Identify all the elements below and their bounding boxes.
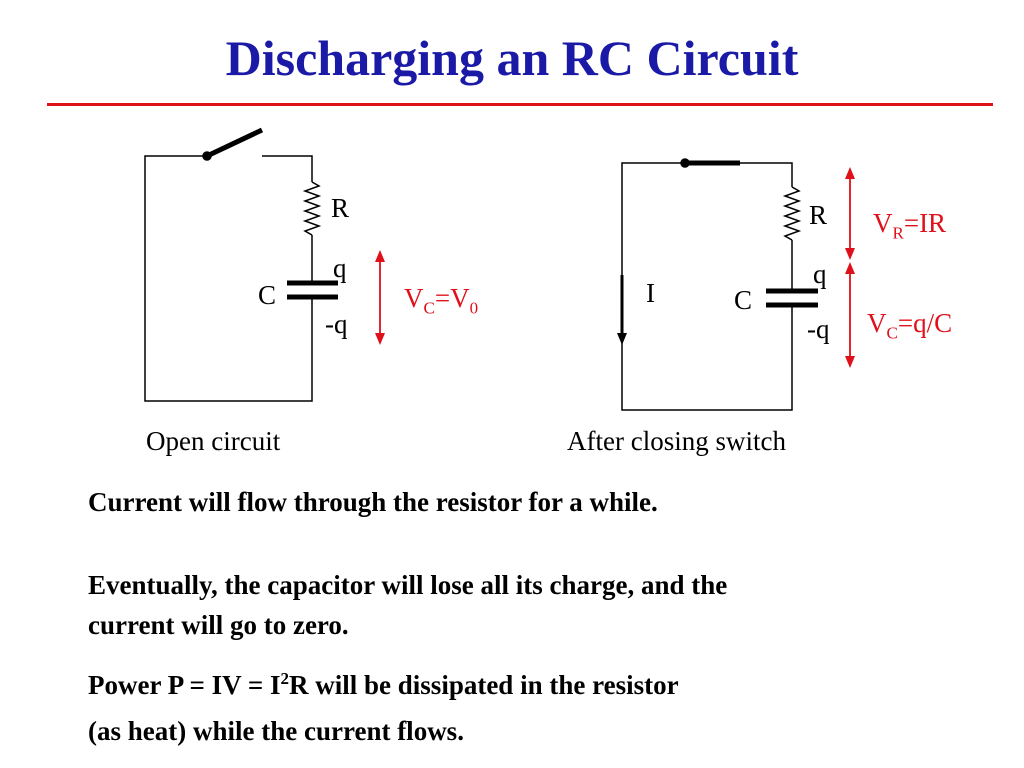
left-wire-top-right [262,155,313,182]
body-line-5: (as heat) while the current flows. [88,716,464,746]
left-switch-arm [205,127,264,159]
right-vr-label: VR=IR [873,208,947,243]
left-plus-charge-label: q [333,253,347,283]
left-minus-charge-label: -q [325,309,348,339]
right-current-label: I [646,278,655,308]
right-wire-left [621,162,793,411]
title-underline [47,103,993,106]
left-switch-pivot [202,151,212,161]
left-voltage-arrow [375,250,385,345]
right-switch-pivot [680,158,690,168]
slide-title: Discharging an RC Circuit [225,30,799,86]
right-resistor [782,186,802,241]
right-capacitor-label: C [734,285,753,315]
left-caption: Open circuit [146,426,281,456]
current-arrow [617,275,627,345]
right-minus-charge-label: -q [807,314,830,344]
right-vc-label: VC=q/C [867,308,953,343]
right-vc-arrow [845,262,855,368]
left-capacitor-label: C [258,280,277,310]
body-line-1: Current will flow through the resistor f… [88,487,658,517]
left-circuit [144,127,338,402]
right-wire-top-right [740,162,793,187]
body-line-3: current will go to zero. [88,610,349,640]
left-resistor-label: R [331,193,350,223]
body-line-2: Eventually, the capacitor will lose all … [88,570,728,600]
right-resistor-label: R [809,200,828,230]
right-vr-arrow [845,167,855,260]
body-line-4: Power P = IV = I2R will be dissipated in… [88,669,679,700]
right-circuit [621,158,818,411]
left-resistor [302,181,322,236]
right-caption: After closing switch [567,426,786,456]
left-voltage-label: VC=V0 [404,283,479,318]
right-plus-charge-label: q [813,259,827,289]
left-wire-top-left [144,155,313,402]
